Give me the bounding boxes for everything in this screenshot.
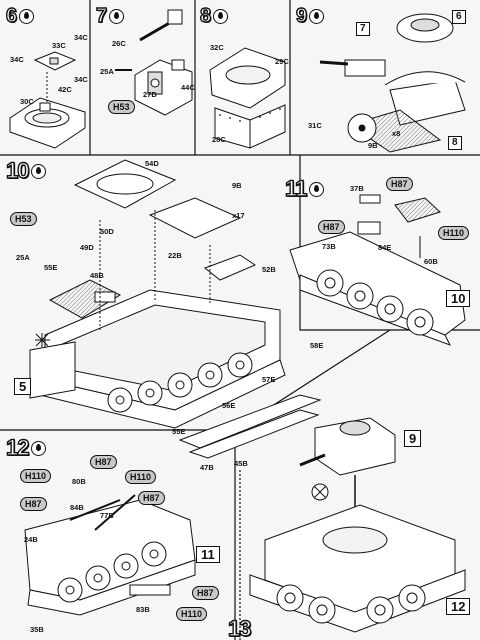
step8-drawing	[209, 47, 286, 149]
part-label: 42C	[58, 85, 72, 94]
paint-code-badge: H110	[176, 607, 208, 621]
glue-drop-icon	[213, 8, 229, 24]
part-label: 73B	[322, 242, 336, 251]
part-label: 47B	[200, 463, 214, 472]
part-label: 26C	[112, 39, 126, 48]
step-10-header: 10	[5, 158, 47, 183]
step-7-header: 7	[95, 5, 125, 27]
subassembly-ref: 7	[356, 22, 370, 36]
part-label: 28C	[212, 135, 226, 144]
part-label: 57E	[262, 375, 276, 384]
part-label: 34C	[74, 75, 88, 84]
step-number: 8	[199, 5, 212, 27]
step-8-header: 8	[199, 5, 229, 27]
part-label: 84E	[378, 243, 392, 252]
glue-drop-icon	[19, 8, 35, 24]
paint-code-badge: H87	[138, 491, 165, 505]
part-label: 34C	[10, 55, 24, 64]
part-label: 55E	[172, 427, 186, 436]
part-label: 50D	[100, 227, 114, 236]
part-label: 9B	[232, 181, 242, 190]
step7-drawing	[115, 9, 193, 116]
part-label: 55E	[44, 263, 58, 272]
step12-drawing	[24, 494, 196, 616]
part-label: 80B	[72, 477, 86, 486]
subassembly-ref: 5	[14, 378, 32, 395]
step9-drawing	[319, 13, 466, 153]
subassembly-ref: 11	[196, 546, 220, 563]
part-label: 30C	[20, 97, 34, 106]
subassembly-ref: 10	[446, 290, 471, 307]
part-label: 60B	[424, 257, 438, 266]
part-label: 37B	[350, 184, 364, 193]
step6-drawing	[9, 51, 86, 149]
paint-code-badge: H87	[90, 455, 117, 469]
part-label: 58E	[310, 341, 324, 350]
glue-drop-icon	[309, 181, 325, 197]
part-label: 9B	[368, 141, 378, 150]
paint-code-badge: H53	[108, 100, 135, 114]
step11-drawing	[289, 194, 466, 346]
step13-drawing	[249, 417, 466, 633]
part-label: 56E	[222, 401, 236, 410]
glue-drop-icon	[31, 440, 47, 456]
part-label: 34C	[74, 33, 88, 42]
part-label: 33C	[52, 41, 66, 50]
part-label: 32C	[210, 43, 224, 52]
part-label: 25A	[16, 253, 30, 262]
paint-code-badge: H53	[10, 212, 37, 226]
step10-drawing	[29, 159, 322, 459]
paint-code-badge: H87	[20, 497, 47, 511]
part-label: x17	[232, 211, 245, 220]
part-label: 84B	[70, 503, 84, 512]
paint-code-badge: H110	[438, 226, 470, 240]
paint-code-badge: H110	[125, 470, 157, 484]
subassembly-ref: 12	[446, 598, 471, 615]
glue-drop-icon	[309, 8, 325, 24]
part-label: 25A	[100, 67, 114, 76]
part-label: 31C	[308, 121, 322, 130]
glue-drop-icon	[109, 8, 125, 24]
part-label: 83B	[136, 605, 150, 614]
part-label: 35B	[30, 625, 44, 634]
subassembly-ref: 8	[448, 136, 462, 150]
step-number: 11	[284, 176, 308, 201]
step-6-header: 6	[5, 5, 35, 27]
step-13-header: 13	[227, 616, 252, 640]
step-number: 13	[227, 616, 252, 640]
part-label: 54D	[145, 159, 159, 168]
step-number: 6	[5, 5, 18, 27]
part-label: 44C	[181, 83, 195, 92]
part-label: 29C	[275, 57, 289, 66]
part-label: 24B	[24, 535, 38, 544]
step-number: 10	[5, 158, 30, 183]
part-label: 27D	[143, 90, 157, 99]
part-label: 22B	[168, 251, 182, 260]
part-label: 52B	[262, 265, 276, 274]
glue-drop-icon	[31, 163, 47, 179]
part-label: 48B	[90, 271, 104, 280]
subassembly-ref: 9	[404, 430, 422, 447]
paint-code-badge: H87	[192, 586, 219, 600]
part-label: 45B	[234, 459, 248, 468]
step-9-header: 9	[295, 5, 325, 27]
paint-code-badge: H87	[318, 220, 345, 234]
part-label: x8	[392, 129, 401, 138]
subassembly-ref: 6	[452, 10, 466, 24]
step-12-header: 12	[5, 435, 47, 460]
part-label: 77B	[100, 511, 114, 520]
step-11-header: 11	[284, 176, 325, 201]
paint-code-badge: H87	[386, 177, 413, 191]
paint-code-badge: H110	[20, 469, 52, 483]
step-number: 12	[5, 435, 30, 460]
step-number: 7	[95, 5, 108, 27]
step-number: 9	[295, 5, 308, 27]
part-label: 49D	[80, 243, 94, 252]
